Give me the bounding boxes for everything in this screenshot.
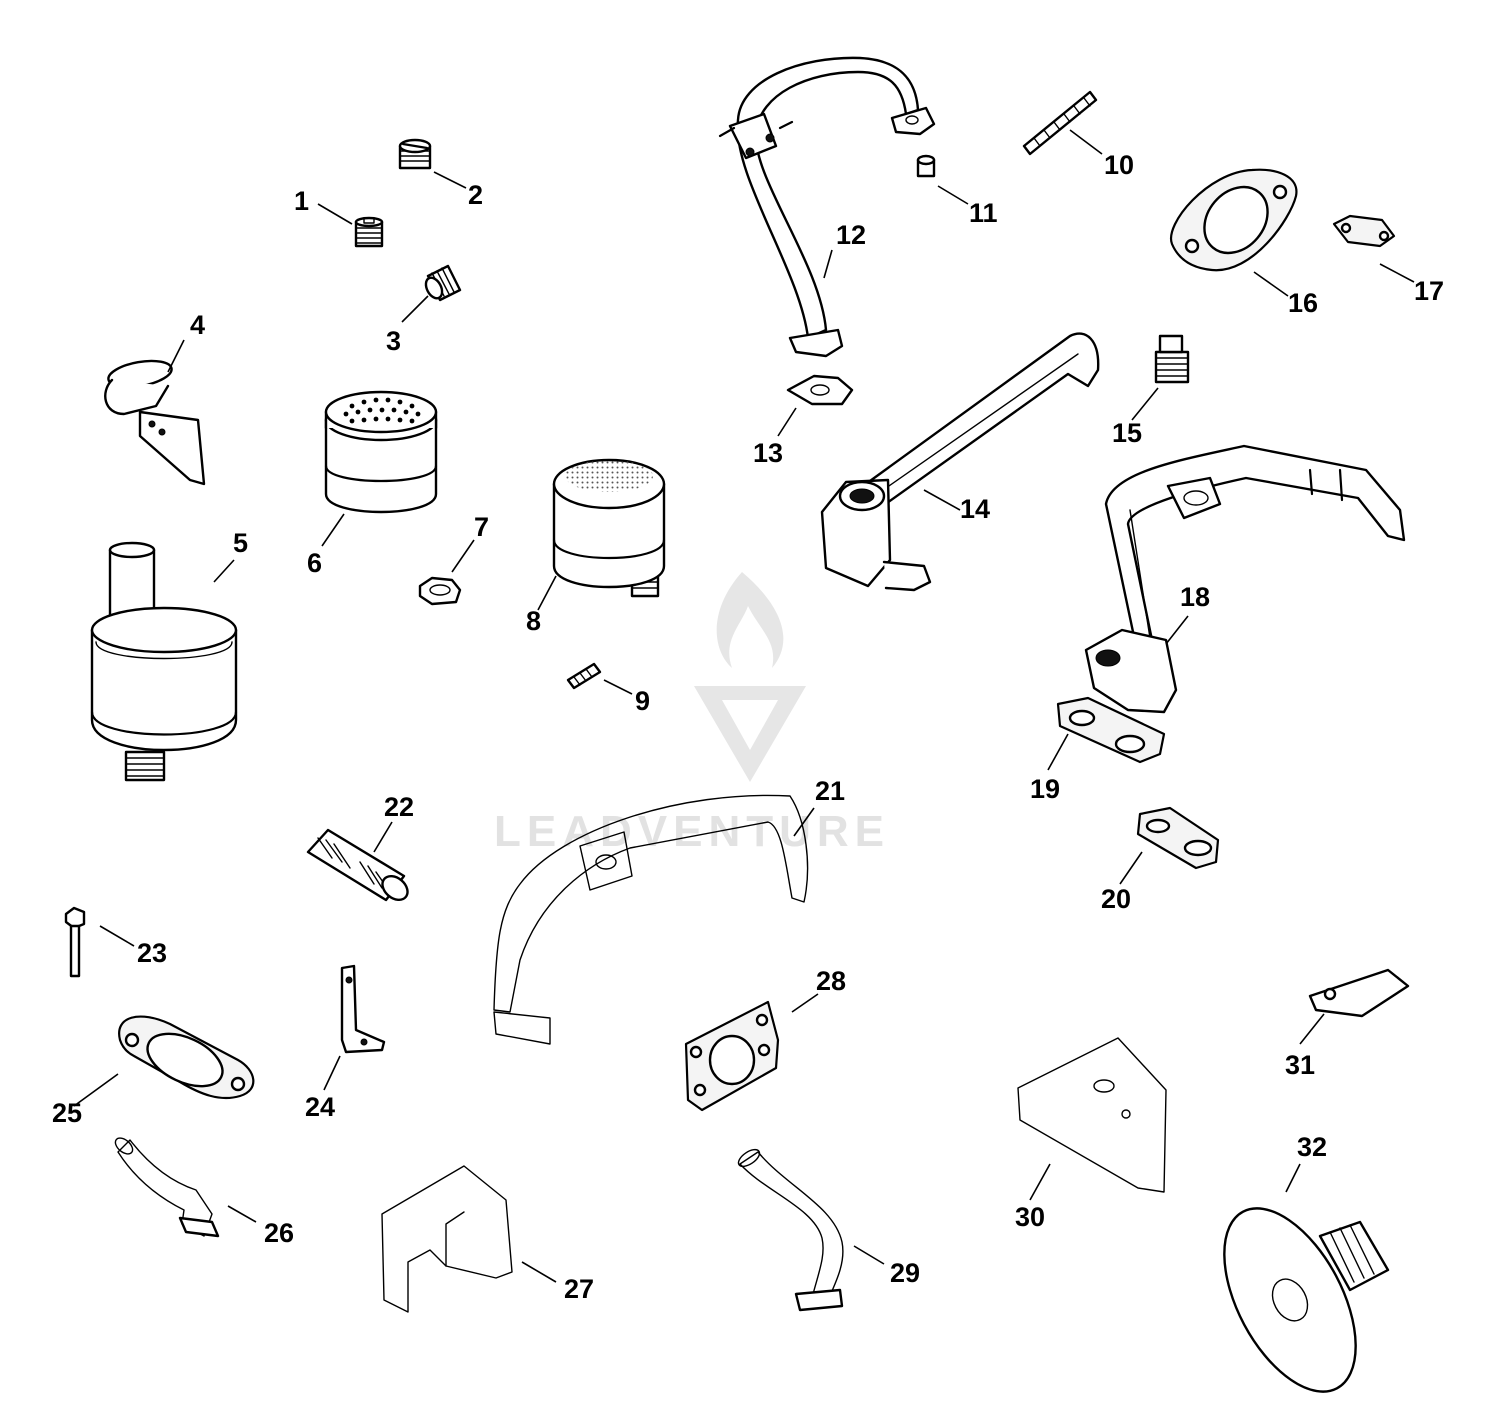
- part-28-gasket-plate[interactable]: [684, 1000, 780, 1112]
- callout-8: 8: [526, 606, 541, 636]
- part-21-exhaust-pipe[interactable]: [493, 794, 809, 1045]
- part-32-spark-arrestor[interactable]: [1197, 1187, 1390, 1412]
- callout-10: 10: [1104, 150, 1134, 180]
- callout-13: 13: [753, 438, 783, 468]
- callout-5: 5: [233, 528, 248, 558]
- callout-26: 26: [264, 1218, 294, 1248]
- callout-21: 21: [815, 776, 845, 806]
- part-29-s-pipe[interactable]: [736, 1146, 844, 1312]
- part-25-flange-gasket[interactable]: [118, 1015, 255, 1100]
- callout-11: 11: [969, 198, 998, 228]
- callout-7: 7: [474, 512, 489, 542]
- part-4-rain-cap[interactable]: [104, 357, 206, 486]
- part-12-exhaust-pipe[interactable]: [718, 56, 936, 358]
- callout-24: 24: [305, 1092, 335, 1122]
- part-17-small-gasket[interactable]: [1332, 214, 1396, 248]
- part-11-spacer[interactable]: [916, 154, 936, 178]
- part-8-muffler-mesh[interactable]: [552, 458, 666, 598]
- callout-31: 31: [1285, 1050, 1315, 1080]
- callout-23: 23: [137, 938, 167, 968]
- callout-9: 9: [635, 686, 650, 716]
- callout-17: 17: [1414, 276, 1444, 306]
- callout-14: 14: [960, 494, 990, 524]
- part-13-gasket[interactable]: [786, 374, 854, 406]
- part-24-bracket[interactable]: [340, 964, 386, 1054]
- callout-30: 30: [1015, 1202, 1045, 1232]
- part-14-manifold-elbow[interactable]: [820, 332, 1100, 592]
- part-10-long-stud[interactable]: [1022, 90, 1098, 156]
- part-2-slotted-plug[interactable]: [398, 138, 432, 170]
- callout-16: 16: [1288, 288, 1318, 318]
- callout-leaders: [73, 129, 1415, 1283]
- callout-25: 25: [52, 1098, 82, 1128]
- part-5-muffler[interactable]: [90, 541, 238, 782]
- part-15-square-plug[interactable]: [1154, 334, 1190, 384]
- part-26-elbow-pipe[interactable]: [112, 1135, 220, 1238]
- callout-29: 29: [890, 1258, 920, 1288]
- part-19-manifold-gasket[interactable]: [1056, 696, 1166, 764]
- callout-22: 22: [384, 792, 414, 822]
- part-22-pipe-nipple[interactable]: [306, 828, 412, 905]
- watermark-v-icon: [694, 686, 806, 782]
- callout-32: 32: [1297, 1132, 1327, 1162]
- callout-19: 19: [1030, 774, 1060, 804]
- callout-20: 20: [1101, 884, 1131, 914]
- watermark-text: LEADVENTURE: [494, 807, 890, 856]
- part-9-stud[interactable]: [566, 662, 602, 690]
- part-23-bolt[interactable]: [64, 906, 86, 978]
- callout-15: 15: [1112, 418, 1142, 448]
- part-3-threaded-bushing[interactable]: [423, 264, 462, 302]
- callout-18: 18: [1180, 582, 1210, 612]
- part-16-flange-gasket[interactable]: [1169, 168, 1298, 272]
- part-20-gasket[interactable]: [1136, 806, 1220, 870]
- part-31-small-plate[interactable]: [1308, 968, 1410, 1018]
- part-18-manifold[interactable]: [1084, 444, 1406, 714]
- watermark-flame-icon: [716, 572, 784, 668]
- callout-2: 2: [468, 180, 483, 210]
- part-1-pipe-plug[interactable]: [354, 216, 384, 248]
- callout-6: 6: [307, 548, 322, 578]
- part-7-hex-nut[interactable]: [418, 576, 462, 606]
- callout-numbers: 1 2 3 4 5 6 7 8 9 10 11 12 13 14 15 16 1…: [52, 150, 1444, 1304]
- part-27-heat-shield[interactable]: [381, 1165, 513, 1313]
- callout-4: 4: [190, 310, 205, 340]
- part-6-muffler-perforated[interactable]: [324, 390, 438, 514]
- callout-12: 12: [836, 220, 866, 250]
- watermark: LEADVENTURE: [494, 572, 890, 856]
- callout-27: 27: [564, 1274, 594, 1304]
- part-30-heat-shield-plate[interactable]: [1017, 1037, 1167, 1193]
- callout-1: 1: [294, 186, 309, 216]
- callout-3: 3: [386, 326, 401, 356]
- callout-28: 28: [816, 966, 846, 996]
